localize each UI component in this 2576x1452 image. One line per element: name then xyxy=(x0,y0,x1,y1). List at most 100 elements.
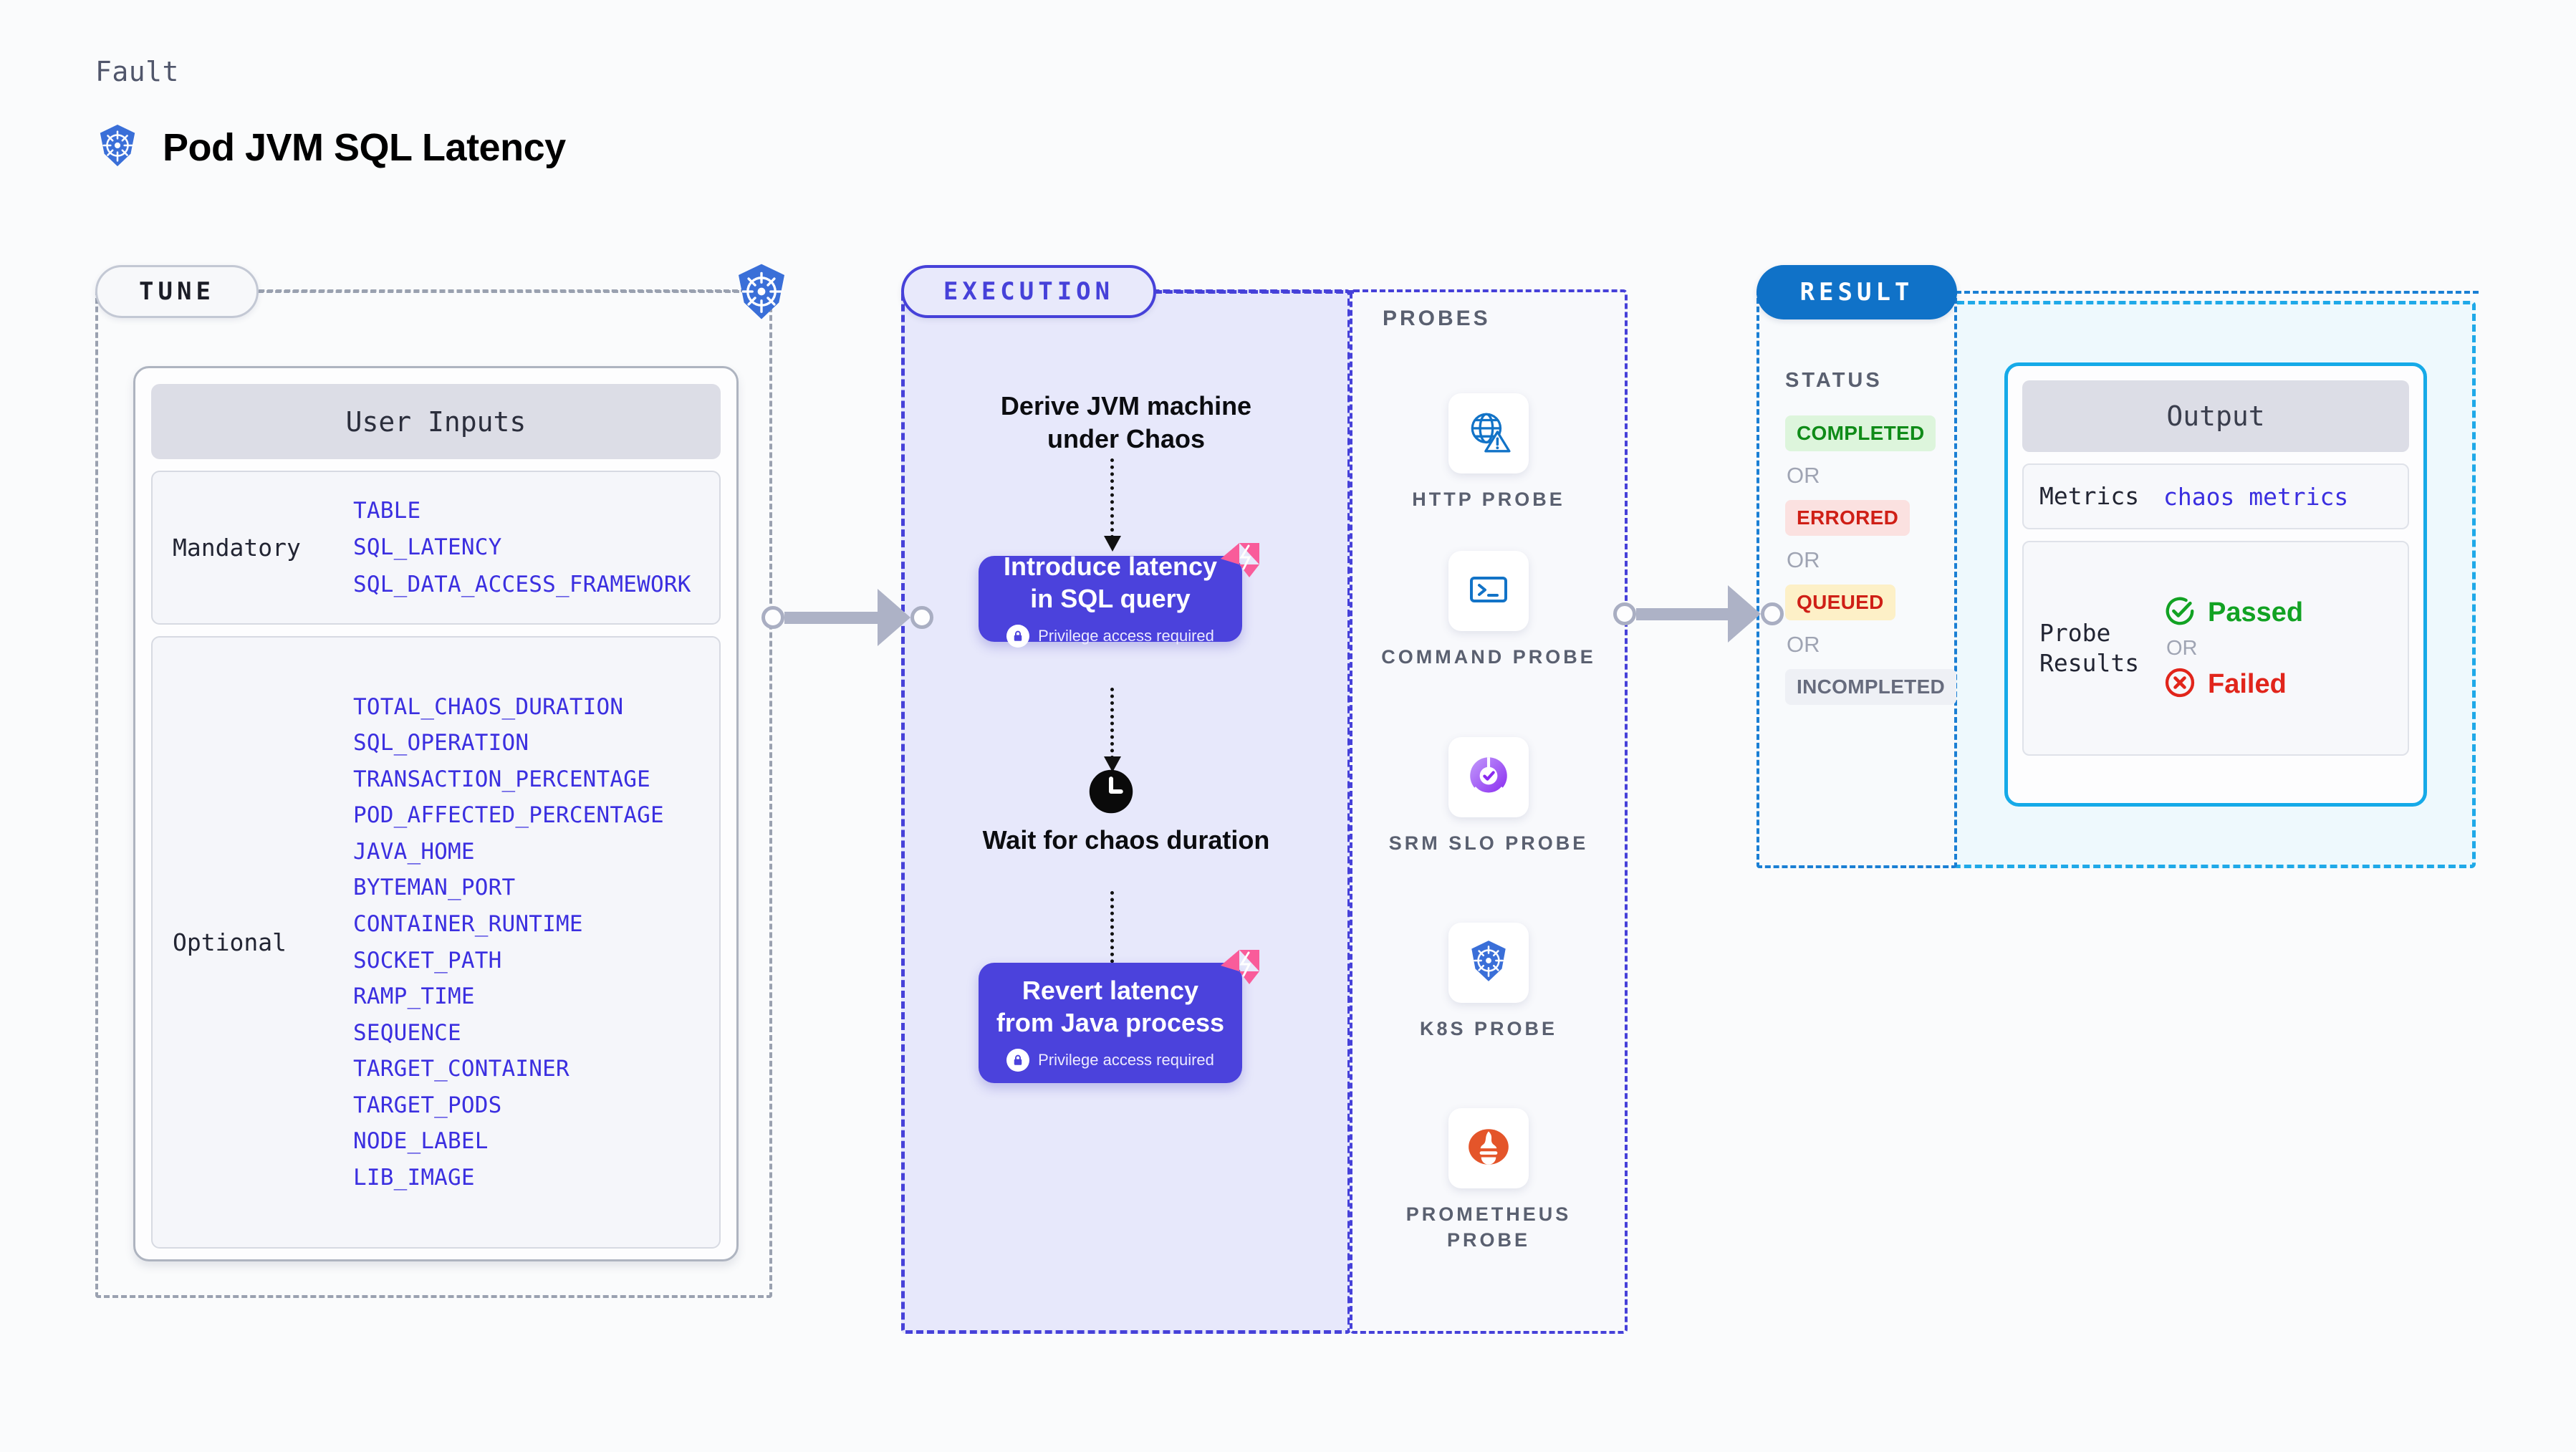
kubernetes-icon xyxy=(95,123,140,171)
status-badge-completed: COMPLETED xyxy=(1785,415,1936,451)
probe-tile xyxy=(1448,551,1529,631)
status-badge-queued: QUEUED xyxy=(1785,585,1895,620)
arrow-end-dot xyxy=(910,606,933,629)
or-separator: OR xyxy=(1787,547,1820,572)
result-pill[interactable]: RESULT xyxy=(1756,265,1957,319)
probe-tile xyxy=(1448,393,1529,473)
param-item[interactable]: JAVA_HOME xyxy=(353,838,475,865)
chaos-badge-icon xyxy=(1218,947,1262,987)
page-title-row: Pod JVM SQL Latency xyxy=(95,123,566,171)
param-item[interactable]: SQL_OPERATION xyxy=(353,730,529,756)
param-item[interactable]: RAMP_TIME xyxy=(353,984,475,1010)
param-item[interactable]: TABLE xyxy=(353,497,421,524)
clock-icon xyxy=(1087,768,1135,815)
kubernetes-icon xyxy=(1465,938,1512,989)
x-circle-icon xyxy=(2163,666,2196,703)
param-item[interactable]: SOCKET_PATH xyxy=(353,947,502,973)
param-item[interactable]: TRANSACTION_PERCENTAGE xyxy=(353,766,650,792)
flow-arrow-icon xyxy=(1104,688,1121,772)
execution-connector-line xyxy=(1155,290,1354,294)
output-card: Output Metrics chaos metrics Probe Resul… xyxy=(2004,362,2427,807)
globe-warning-icon xyxy=(1465,408,1512,459)
privilege-text: Privilege access required xyxy=(1038,627,1214,645)
probe-tile xyxy=(1448,737,1529,817)
tune-connector-line xyxy=(258,290,739,293)
probe-tile xyxy=(1448,923,1529,1003)
param-item[interactable]: TARGET_CONTAINER xyxy=(353,1056,569,1082)
probe-prometheus[interactable]: PROMETHEUS PROBE xyxy=(1350,1108,1628,1254)
kubernetes-icon xyxy=(732,262,791,321)
result-connector-line xyxy=(1956,291,2479,294)
probe-label: COMMAND PROBE xyxy=(1381,646,1596,668)
tune-pill[interactable]: TUNE xyxy=(95,265,259,318)
probe-label: SRM SLO PROBE xyxy=(1388,832,1589,854)
arrow-start-dot xyxy=(761,606,784,629)
probe-tile xyxy=(1448,1108,1529,1188)
execution-step-wait: Wait for chaos duration xyxy=(982,825,1270,855)
page-title: Pod JVM SQL Latency xyxy=(163,125,566,169)
arrow-head-icon xyxy=(878,589,910,646)
or-separator: OR xyxy=(2166,636,2198,660)
arrow-shaft xyxy=(784,611,879,624)
lock-icon xyxy=(1006,1049,1030,1072)
privilege-note: Privilege access required xyxy=(1006,1049,1214,1072)
or-separator: OR xyxy=(1787,463,1820,488)
optional-param-list: TOTAL_CHAOS_DURATION SQL_OPERATION TRANS… xyxy=(353,696,664,1190)
execution-step-derive: Derive JVM machine under Chaos xyxy=(1000,391,1252,454)
execution-pill[interactable]: EXECUTION xyxy=(901,265,1156,318)
user-inputs-card: User Inputs Mandatory TABLE SQL_LATENCY … xyxy=(133,366,739,1261)
execution-section-container xyxy=(901,289,1351,1334)
probes-title: PROBES xyxy=(1383,307,1491,330)
or-separator: OR xyxy=(1787,632,1820,657)
optional-params-block: Optional TOTAL_CHAOS_DURATION SQL_OPERAT… xyxy=(151,636,721,1249)
param-item[interactable]: POD_AFFECTED_PERCENTAGE xyxy=(353,802,664,829)
passed-label: Passed xyxy=(2208,597,2304,628)
probe-srm-slo[interactable]: SRM SLO PROBE xyxy=(1350,737,1628,856)
probe-result-values: Passed OR Failed xyxy=(2163,595,2303,703)
param-item[interactable]: SEQUENCE xyxy=(353,1019,461,1046)
status-list: COMPLETED OR ERRORED OR QUEUED OR INCOMP… xyxy=(1785,415,1957,705)
probe-result-passed: Passed xyxy=(2163,595,2303,631)
param-item[interactable]: SQL_DATA_ACCESS_FRAMEWORK xyxy=(353,571,691,597)
probe-result-failed: Failed xyxy=(2163,666,2303,703)
page-eyebrow: Fault xyxy=(95,56,179,87)
lock-icon xyxy=(1006,625,1030,648)
probe-label: K8S PROBE xyxy=(1419,1018,1558,1039)
param-item[interactable]: TARGET_PODS xyxy=(353,1092,502,1118)
probe-http[interactable]: HTTP PROBE xyxy=(1350,393,1628,512)
probe-command[interactable]: COMMAND PROBE xyxy=(1350,551,1628,670)
optional-label: Optional xyxy=(173,928,287,956)
slo-check-icon xyxy=(1465,752,1512,803)
arrow-tune-to-execution xyxy=(761,589,933,646)
arrow-head-icon xyxy=(1728,585,1761,643)
param-item[interactable]: NODE_LABEL xyxy=(353,1128,489,1155)
result-section-container xyxy=(1756,289,1957,868)
terminal-icon xyxy=(1466,567,1512,616)
status-title: STATUS xyxy=(1785,369,1883,392)
mandatory-param-list: TABLE SQL_LATENCY SQL_DATA_ACCESS_FRAMEW… xyxy=(353,499,691,597)
flow-arrow-icon xyxy=(1104,891,1121,983)
param-item[interactable]: LIB_IMAGE xyxy=(353,1164,475,1191)
arrow-end-dot xyxy=(1761,602,1784,625)
probe-label: HTTP PROBE xyxy=(1412,489,1565,510)
param-item[interactable]: BYTEMAN_PORT xyxy=(353,875,516,901)
status-badge-errored: ERRORED xyxy=(1785,500,1911,536)
output-metrics-value[interactable]: chaos metrics xyxy=(2163,482,2349,511)
param-item[interactable]: TOTAL_CHAOS_DURATION xyxy=(353,693,624,720)
output-metrics-row: Metrics chaos metrics xyxy=(2022,463,2409,529)
output-metrics-key: Metrics xyxy=(2039,481,2140,510)
privilege-note: Privilege access required xyxy=(1006,625,1214,648)
mandatory-params-block: Mandatory TABLE SQL_LATENCY SQL_DATA_ACC… xyxy=(151,471,721,625)
flow-arrow-icon xyxy=(1104,458,1121,552)
param-item[interactable]: CONTAINER_RUNTIME xyxy=(353,910,583,937)
arrow-execution-to-result xyxy=(1613,585,1784,643)
failed-label: Failed xyxy=(2208,668,2287,699)
param-item[interactable]: SQL_LATENCY xyxy=(353,534,502,561)
execution-step-revert-latency: Revert latency from Java process Privile… xyxy=(979,950,1259,1083)
blue-box-title: Introduce latency in SQL query xyxy=(1003,551,1218,613)
output-probe-results-row: Probe Results Passed OR xyxy=(2022,541,2409,756)
probe-k8s[interactable]: K8S PROBE xyxy=(1350,923,1628,1042)
status-badge-incompleted: INCOMPLETED xyxy=(1785,669,1957,705)
arrow-start-dot xyxy=(1613,602,1636,625)
